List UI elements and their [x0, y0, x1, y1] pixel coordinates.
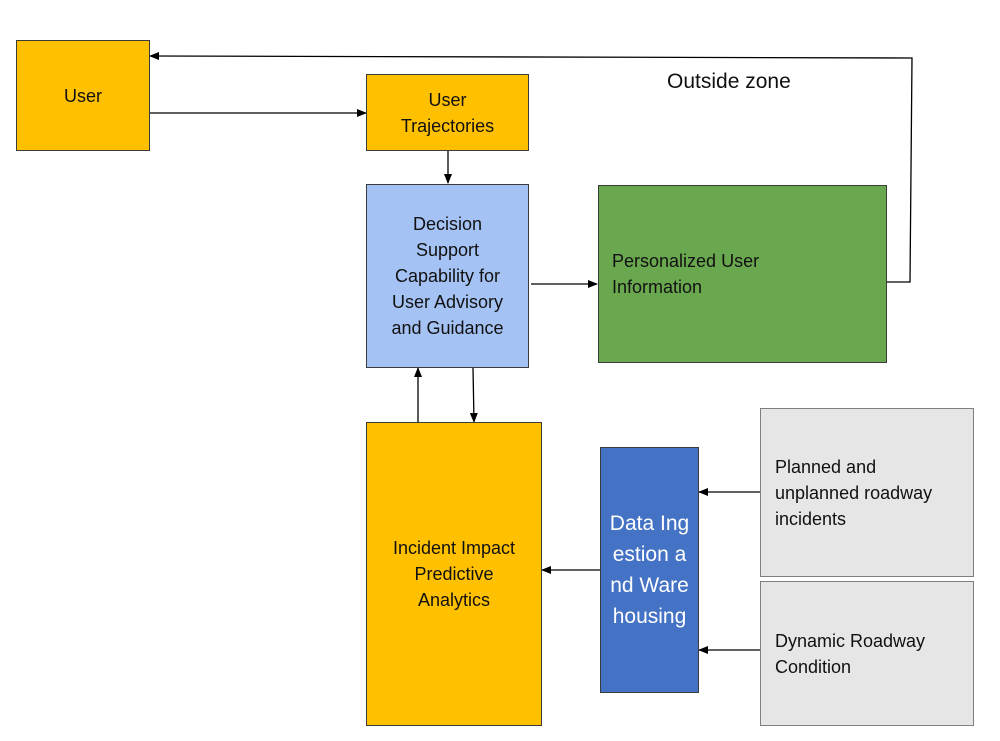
- decision-support-node: Decision Support Capability for User Adv…: [366, 184, 529, 368]
- personalized-info-label: Personalized User Information: [612, 251, 760, 297]
- dynamic-condition-label: Dynamic Roadway Condition: [775, 630, 926, 677]
- dynamic-condition-node: Dynamic Roadway Condition: [760, 581, 974, 726]
- personalized-info-node: Personalized User Information: [598, 185, 887, 363]
- arrow-decision-to-incident: [469, 367, 478, 423]
- incident-impact-node: Incident Impact Predictive Analytics: [366, 422, 542, 726]
- user-trajectories-node: User Trajectories: [366, 74, 529, 151]
- user-node-label: User: [63, 85, 102, 106]
- outside-zone-label: Outside zone: [667, 70, 791, 93]
- user-node: User: [16, 40, 150, 151]
- data-ingestion-node: Data Ingestion and Warehousing: [600, 447, 699, 693]
- arrow-personalized-feedback-to-user: [149, 52, 913, 283]
- planned-incidents-node: Planned and unplanned roadway incidents: [760, 408, 974, 577]
- user-trajectories-label: User Trajectories: [400, 89, 495, 136]
- incident-impact-label: Incident Impact Predictive Analytics: [392, 538, 516, 610]
- decision-support-label: Decision Support Capability for User Adv…: [391, 214, 504, 338]
- planned-incidents-label: Planned and unplanned roadway incidents: [775, 456, 933, 529]
- data-ingestion-label: Data Ingestion and Warehousing: [609, 512, 690, 628]
